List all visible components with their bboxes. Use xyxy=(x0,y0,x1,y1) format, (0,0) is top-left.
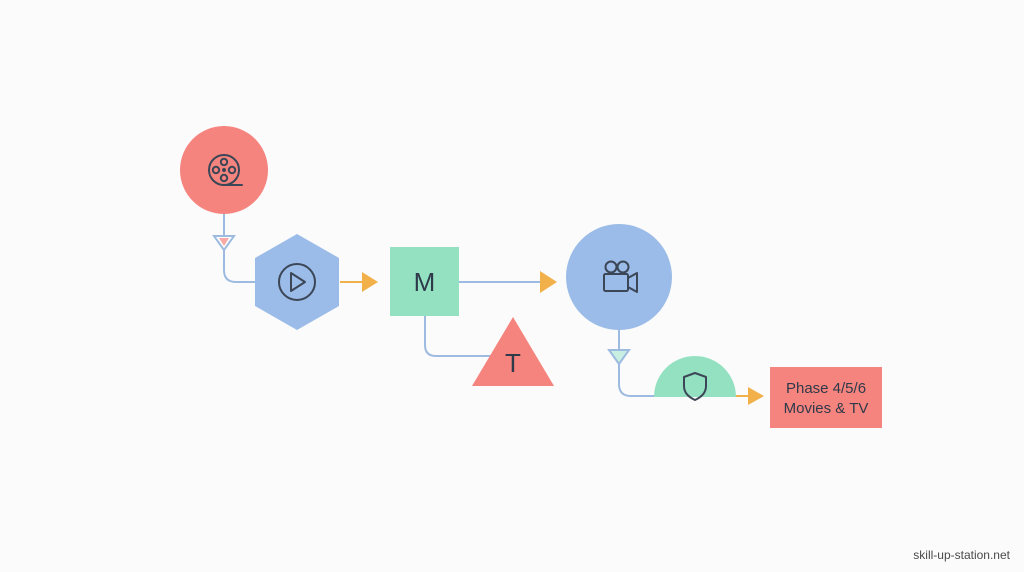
arrow-shield-to-phase xyxy=(748,387,764,405)
connector-start-to-hexagon xyxy=(223,212,258,283)
arrow-m-to-camera xyxy=(540,271,557,293)
connector-start-arrowhead-fill xyxy=(219,238,229,246)
t-triangle-label: T xyxy=(505,348,521,378)
arrow-hexagon-to-m xyxy=(362,272,378,292)
phase-box-node xyxy=(770,367,882,428)
play-hexagon-node xyxy=(255,234,339,330)
connector-m-to-triangle xyxy=(424,316,492,357)
t-triangle-node xyxy=(472,317,554,386)
connector-camera-arrowhead xyxy=(607,349,631,366)
play-icon xyxy=(278,263,316,301)
connector-camera-to-shield xyxy=(618,330,660,397)
shield-icon xyxy=(683,372,707,401)
watermark-text: skill-up-station.net xyxy=(913,548,1010,562)
m-box-node xyxy=(390,247,459,316)
camera-circle-node xyxy=(566,224,672,330)
shield-semicircle-node xyxy=(654,356,736,397)
film-reel-icon xyxy=(208,154,243,186)
video-camera-icon xyxy=(603,260,638,293)
phase-box-line2: Movies & TV xyxy=(784,400,869,417)
m-box-label: M xyxy=(414,267,436,297)
phase-box-line1: Phase 4/5/6 xyxy=(786,380,866,397)
